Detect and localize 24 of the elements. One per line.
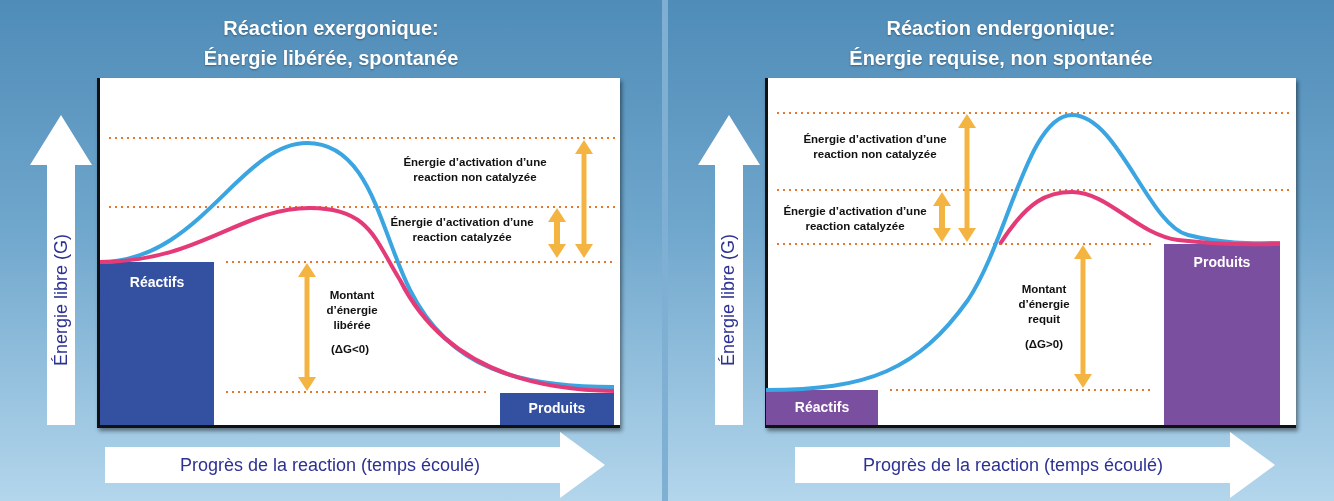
axis-label: Progrès de la reaction (temps écoulé) [179,454,481,476]
bar-label: Réactifs [129,274,185,290]
bar-label: Réactifs [794,399,850,415]
axis-label: Progrès de la reaction (temps écoulé) [862,454,1164,476]
bar-label: Produits [528,400,586,416]
annotation-text: Énergie d’activation d’une reaction non catalyzée [802,132,948,162]
energy-level-bar [100,262,214,425]
annotation-text: Montant d’énergie libérée [325,288,379,333]
annotation-text: Montant d’énergie requit [1017,282,1071,327]
panel-title: Réaction endergonique: [886,16,1116,40]
axis-label: Énergie libre (G) [717,234,739,366]
annotation-text: Énergie d’activation d’une reaction non catalyzée [402,155,548,185]
annotation-text: Énergie d’activation d’une reaction catalyzée [782,204,928,234]
panel-title: Réaction exergonique: [223,16,439,40]
energy-level-bar [766,390,878,425]
panel-title: Énergie libérée, spontanée [203,46,459,70]
annotation-text: (ΔG<0) [330,342,370,357]
bar-label: Produits [1193,254,1251,270]
energy-level-bar [500,393,614,425]
energy-level-bar [1164,244,1280,425]
panel-title: Énergie requise, non spontanée [849,46,1153,70]
annotation-text: (ΔG>0) [1024,337,1064,352]
annotation-text: Énergie d’activation d’une reaction catalyzée [389,215,535,245]
axis-label: Énergie libre (G) [50,234,72,366]
